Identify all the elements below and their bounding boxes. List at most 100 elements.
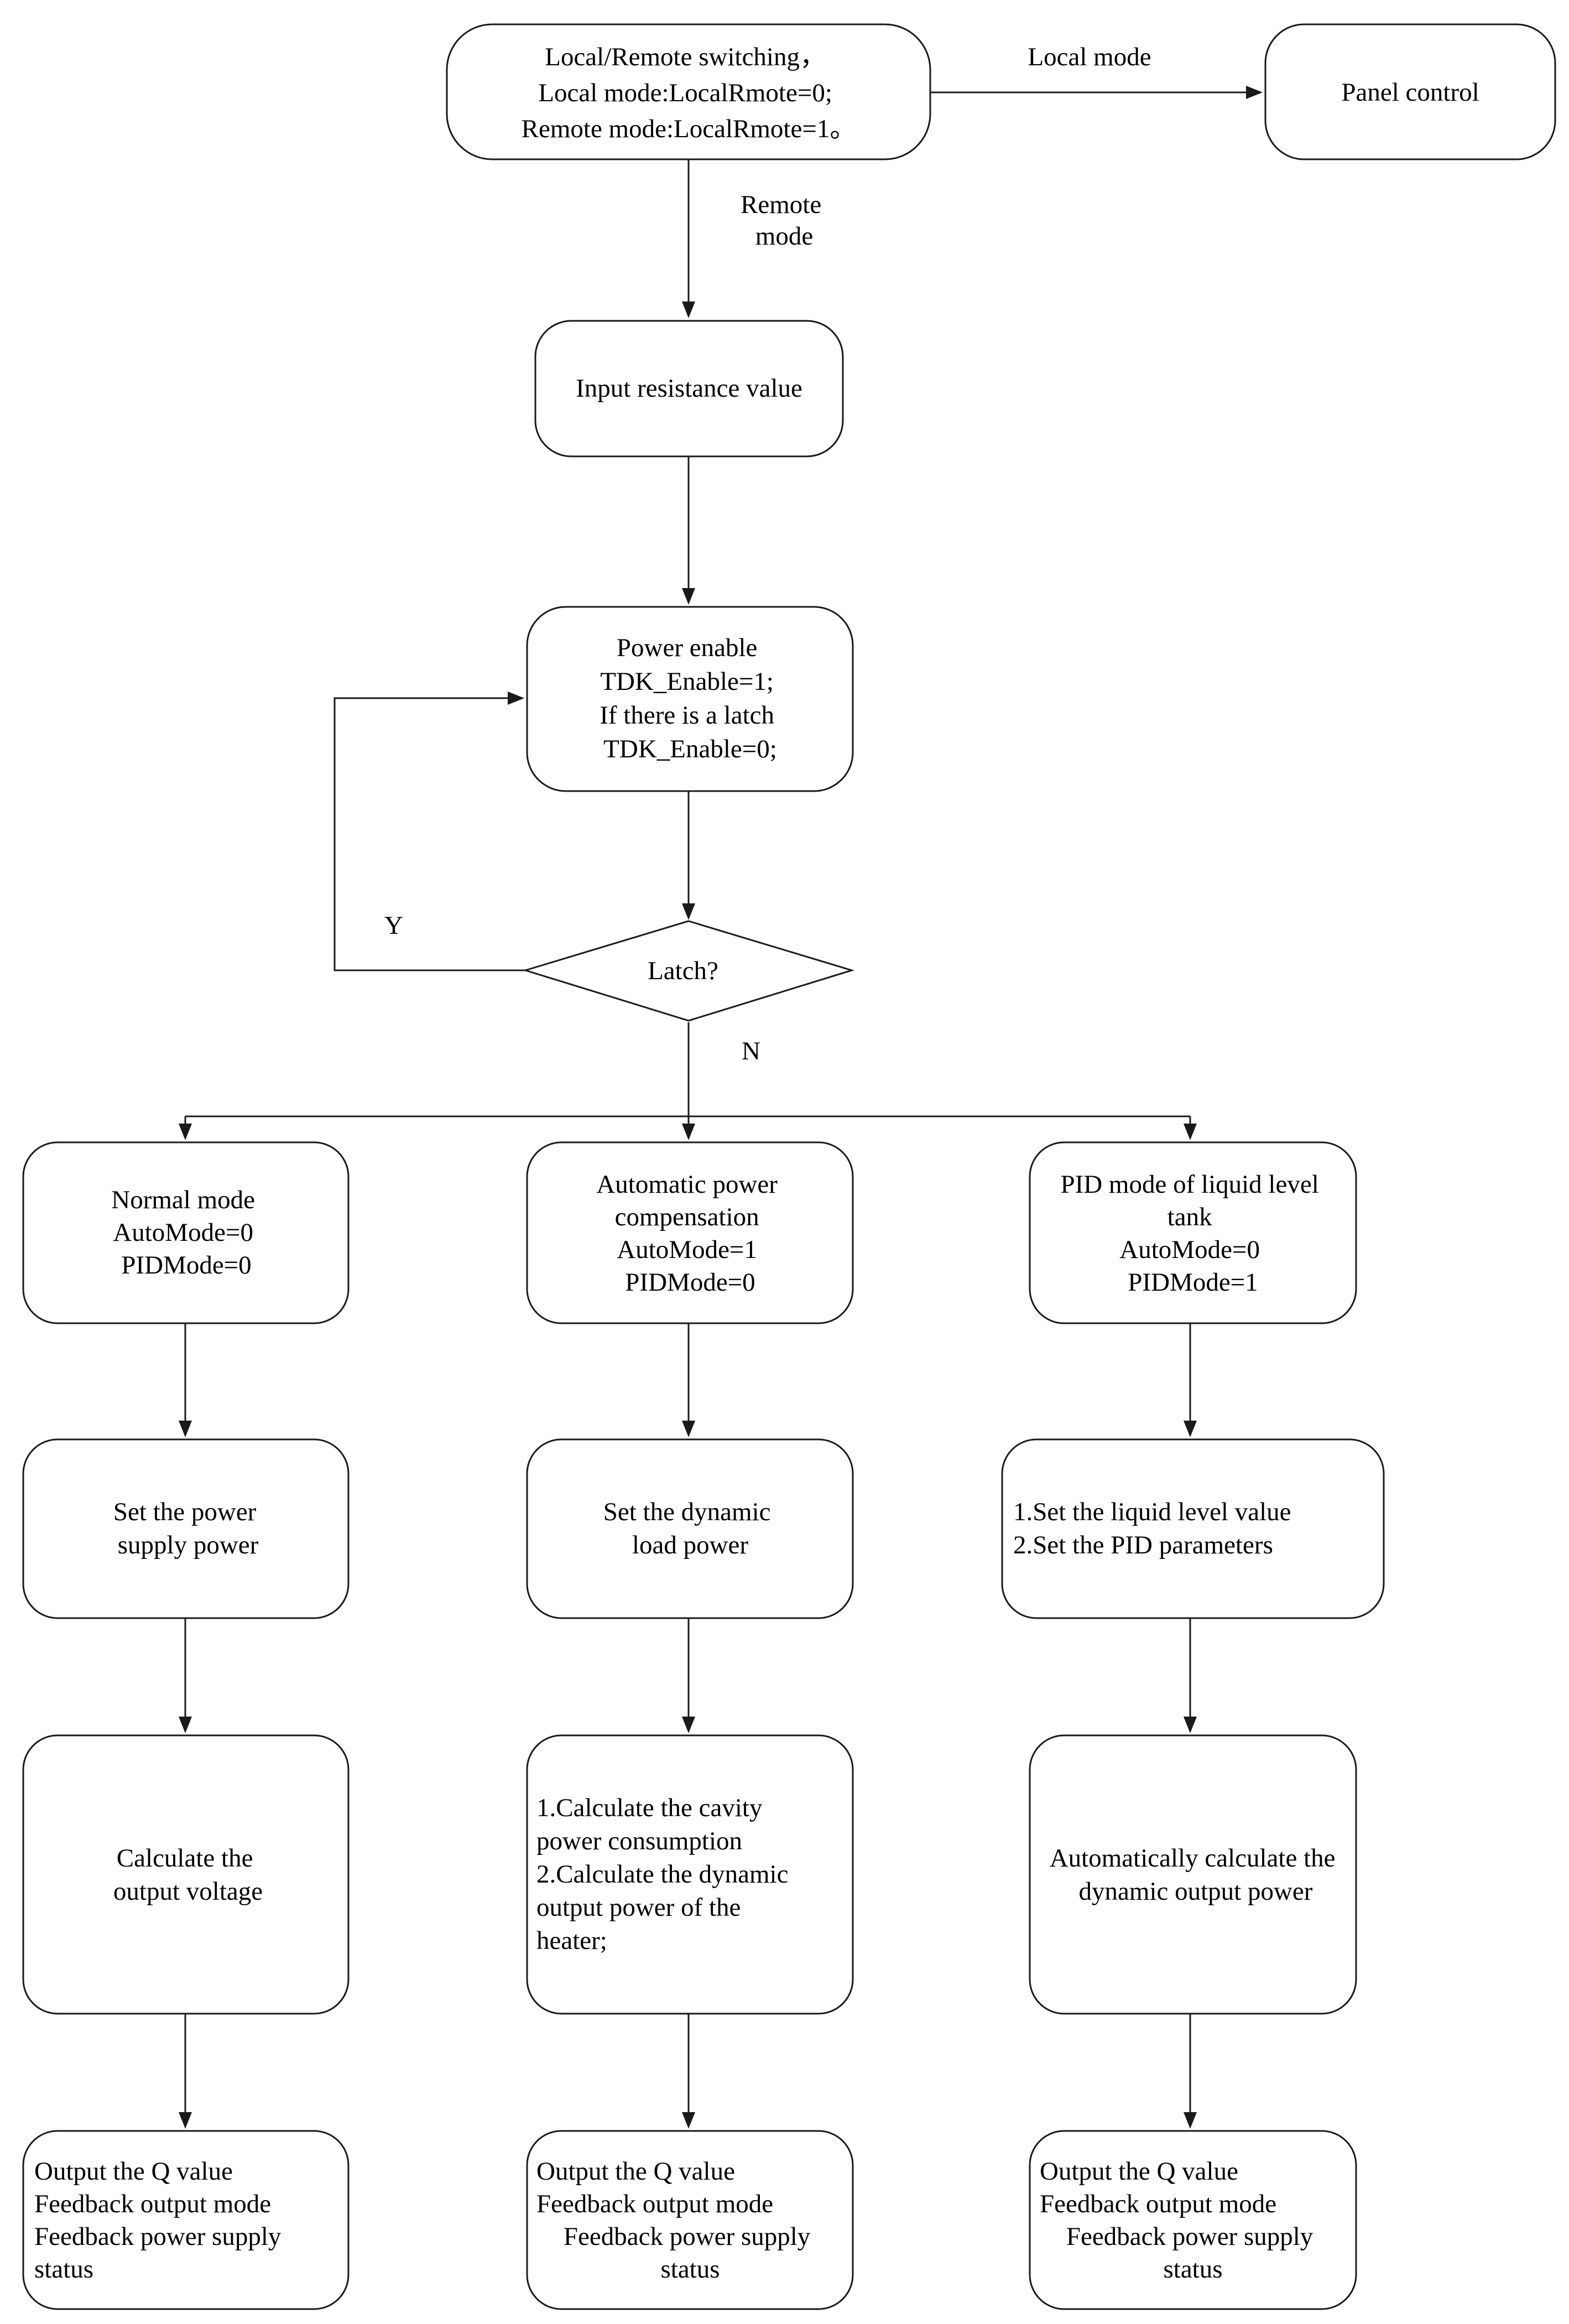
node-text-line: AutoMode=0 [1119, 1235, 1260, 1264]
node-text-line: Set the dynamic [603, 1498, 771, 1526]
output-auto-node-box [526, 2130, 854, 2310]
switching-node: Local/Remote switching， Local mode:Local… [446, 23, 931, 160]
output-auto-node-text: Output the Q value Feedback output mode … [536, 2157, 817, 2284]
node-text-line: Normal mode [111, 1186, 255, 1214]
set-liquid-pid-node-text: 1.Set the liquid level value 2.Set the P… [1013, 1498, 1297, 1559]
calc-output-voltage-node-box [22, 1734, 350, 2015]
power-enable-node-text: Power enable TDK_Enable=1; If there is a… [600, 633, 781, 763]
panel-control-node-box [1264, 23, 1556, 160]
node-text-line: Feedback power supply [1066, 2222, 1313, 2251]
edge-labels: Local mode Remote mode Y N [384, 43, 1151, 1065]
input-resistance-node-box [534, 320, 844, 457]
node-text-line: output power of the [536, 1893, 741, 1922]
node-text-line: tank [1167, 1203, 1212, 1231]
node-text-line: 2.Calculate the dynamic [536, 1860, 788, 1889]
normal-mode-node-box [22, 1141, 350, 1324]
yes-label: Y [384, 911, 403, 940]
panel-control-node-text: Panel control [1341, 78, 1479, 107]
node-text-line: Local mode:LocalRmote=0; [538, 79, 832, 107]
input-resistance-node: Input resistance value [534, 320, 844, 457]
output-pid-node: Output the Q value Feedback output mode … [1029, 2130, 1357, 2310]
node-text-line: Latch? [648, 956, 718, 985]
node-text-line: compensation [615, 1203, 759, 1231]
node-text-line: Calculate the [117, 1844, 253, 1873]
switching-node-text: Local/Remote switching， Local mode:Local… [522, 43, 856, 143]
node-text-line: PIDMode=0 [625, 1268, 755, 1297]
node-text-line: Automatic power [596, 1170, 778, 1199]
node-text-line: TDK_Enable=1; [600, 667, 774, 696]
node-text-line: Feedback power supply [34, 2222, 282, 2251]
remote-mode-label-line: mode [755, 222, 813, 251]
set-liquid-pid-node: 1.Set the liquid level value 2.Set the P… [1001, 1438, 1385, 1619]
panel-control-node: Panel control [1264, 23, 1556, 160]
output-normal-node: Output the Q value Feedback output mode … [22, 2130, 350, 2310]
auto-calc-dynamic-node: Automatically calculate the dynamic outp… [1029, 1734, 1357, 2015]
set-dynamic-load-node-text: Set the dynamic load power [603, 1498, 778, 1559]
normal-mode-node: Normal mode AutoMode=0 PIDMode=0 [22, 1141, 350, 1324]
pid-mode-node-box [1029, 1141, 1357, 1324]
calc-output-voltage-node-text: Calculate the output voltage [113, 1844, 263, 1906]
node-text-line: Automatically calculate the [1050, 1844, 1336, 1873]
calc-cavity-heater-node-box [526, 1734, 854, 2015]
node-text-line: Feedback output mode [536, 2190, 773, 2218]
node-text-line: Input resistance value [576, 374, 802, 403]
node-text-line: PIDMode=1 [1128, 1268, 1258, 1297]
auto-calc-dynamic-node-text: Automatically calculate the dynamic outp… [1050, 1844, 1342, 1906]
node-text-line: status [660, 2255, 720, 2284]
node-text-line: power consumption [536, 1827, 742, 1855]
node-text-line: AutoMode=1 [617, 1235, 757, 1264]
latch-decision-node: Latch? [522, 920, 855, 1022]
node-text-line: 1.Calculate the cavity [536, 1793, 763, 1822]
input-resistance-node-text: Input resistance value [576, 374, 802, 403]
node-text-line: Panel control [1341, 78, 1479, 107]
set-supply-power-node-box [22, 1438, 350, 1619]
set-dynamic-load-node: Set the dynamic load power [526, 1438, 854, 1619]
pid-mode-node: PID mode of liquid level tank AutoMode=0… [1029, 1141, 1357, 1324]
remote-mode-label-line: Remote [741, 190, 821, 219]
auto-compensation-node-box [526, 1141, 854, 1324]
power-enable-node: Power enable TDK_Enable=1; If there is a… [526, 606, 854, 792]
calc-cavity-heater-node: 1.Calculate the cavity power consumption… [526, 1734, 854, 2015]
auto-compensation-node-text: Automatic power compensation AutoMode=1 … [596, 1170, 784, 1297]
node-text-line: 2.Set the PID parameters [1013, 1531, 1273, 1559]
normal-mode-node-text: Normal mode AutoMode=0 PIDMode=0 [111, 1186, 262, 1280]
node-text-line: supply power [118, 1531, 259, 1559]
node-text-line: PID mode of liquid level [1060, 1170, 1318, 1199]
set-liquid-pid-node-box [1001, 1438, 1385, 1619]
node-text-line: Feedback output mode [34, 2190, 271, 2218]
node-text-line: Output the Q value [34, 2157, 233, 2186]
set-supply-power-node-text: Set the power supply power [113, 1498, 263, 1559]
node-text-line: Feedback output mode [1040, 2190, 1276, 2218]
node-text-line: status [1163, 2255, 1222, 2284]
auto-calc-dynamic-node-box [1029, 1734, 1357, 2015]
node-text-line: dynamic output power [1079, 1877, 1313, 1906]
remote-mode-label: Remote mode [741, 190, 828, 251]
auto-compensation-node: Automatic power compensation AutoMode=1 … [526, 1141, 854, 1324]
node-text-line: Set the power [113, 1498, 257, 1526]
local-mode-label: Local mode [1028, 43, 1151, 71]
set-supply-power-node: Set the power supply power [22, 1438, 350, 1619]
node-text-line: PIDMode=0 [121, 1251, 251, 1280]
node-text-line: load power [632, 1531, 748, 1559]
power-enable-node-box [526, 606, 854, 792]
node-text-line: Feedback power supply [564, 2222, 811, 2251]
latch-decision-text: Latch? [648, 956, 718, 985]
switching-node-box [446, 23, 931, 160]
output-normal-node-text: Output the Q value Feedback output mode … [34, 2157, 288, 2284]
node-text-line: heater; [536, 1926, 607, 1955]
set-dynamic-load-node-box [526, 1438, 854, 1619]
output-normal-node-box [22, 2130, 350, 2310]
node-text-line: AutoMode=0 [113, 1218, 253, 1247]
node-text-line: output voltage [113, 1877, 263, 1906]
node-text-line: Remote mode:LocalRmote=1。 [522, 115, 856, 143]
node-text-line: Power enable [617, 633, 757, 662]
connectors [179, 86, 1263, 2129]
node-text-line: Local/Remote switching， [545, 43, 826, 71]
node-text-line: If there is a latch [600, 701, 774, 730]
no-label: N [742, 1037, 760, 1065]
output-auto-node: Output the Q value Feedback output mode … [526, 2130, 854, 2310]
latch-decision-diamond [522, 920, 855, 1022]
node-text-line: Output the Q value [536, 2157, 735, 2186]
node-text-line: status [34, 2255, 93, 2284]
